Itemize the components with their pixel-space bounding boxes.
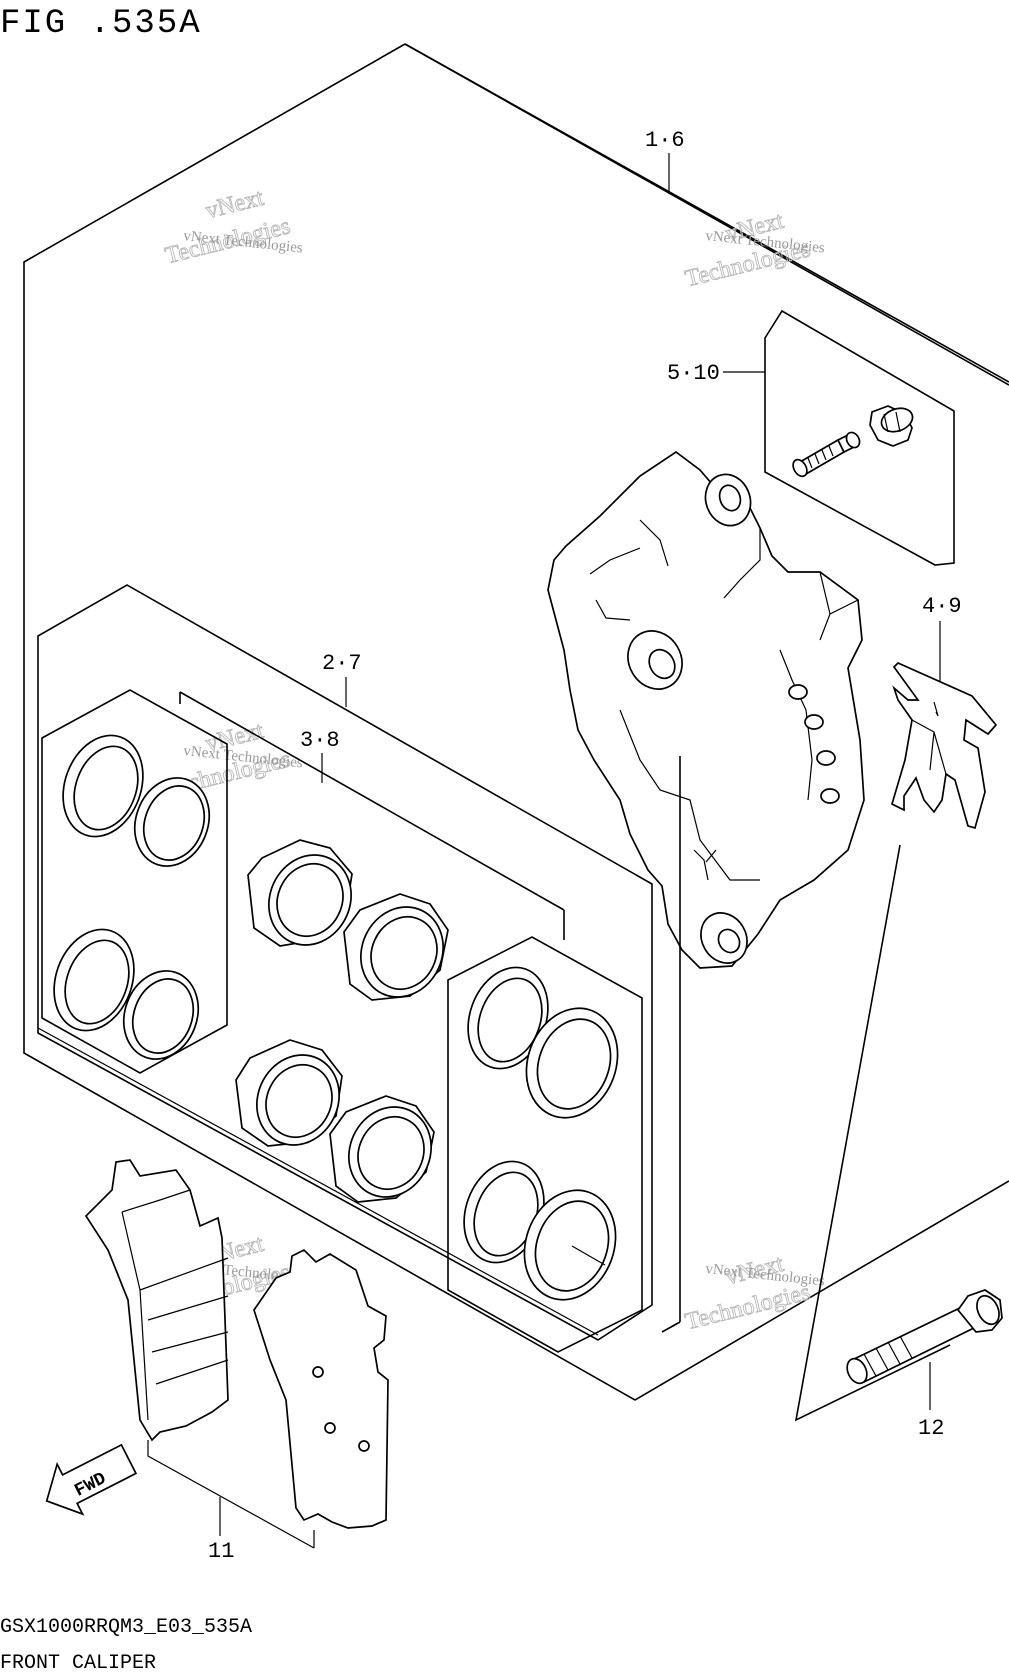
callout-11: 11 — [208, 1539, 234, 1564]
mounting-bolt-icon — [846, 1289, 1003, 1385]
right-seal-box — [447, 936, 643, 1353]
seal-ring-icon — [53, 734, 211, 1060]
brake-pad-icon — [84, 1159, 389, 1549]
callout-5-10: 5·10 — [667, 361, 720, 386]
figure-code: GSX1000RRQM3_E03_535A — [0, 1616, 252, 1639]
left-seal-box — [41, 689, 228, 1074]
figure-title: FIG .535A — [0, 5, 202, 43]
callout-3-8: 3·8 — [300, 728, 340, 753]
seal-ring-right-icon — [463, 966, 619, 1301]
pad-spring-icon — [890, 661, 998, 830]
figure-caption: FRONT CALIPER — [0, 1652, 156, 1672]
seal-kit-outline — [37, 584, 653, 1341]
seal-kit-inner-edge — [37, 1027, 599, 1336]
bleeder-screw-icon — [792, 431, 861, 478]
callout-1-6: 1·6 — [645, 128, 685, 153]
callout-4-9: 4·9 — [922, 594, 962, 619]
assembly-outline-frame — [23, 43, 1009, 1401]
piston-group-outline — [179, 691, 565, 940]
caliper-outline-line — [661, 756, 951, 1422]
svg-text:vNext: vNext — [203, 185, 267, 224]
cap-icon — [869, 405, 914, 447]
piston-icon — [235, 839, 449, 1203]
caliper-body-icon — [547, 450, 865, 969]
fwd-arrow-icon: FWD — [45, 1443, 138, 1516]
callout-12: 12 — [918, 1416, 944, 1441]
bleeder-kit-box — [764, 309, 955, 566]
callout-2-7: 2·7 — [322, 651, 362, 676]
svg-text:Technologies: Technologies — [683, 1279, 813, 1335]
